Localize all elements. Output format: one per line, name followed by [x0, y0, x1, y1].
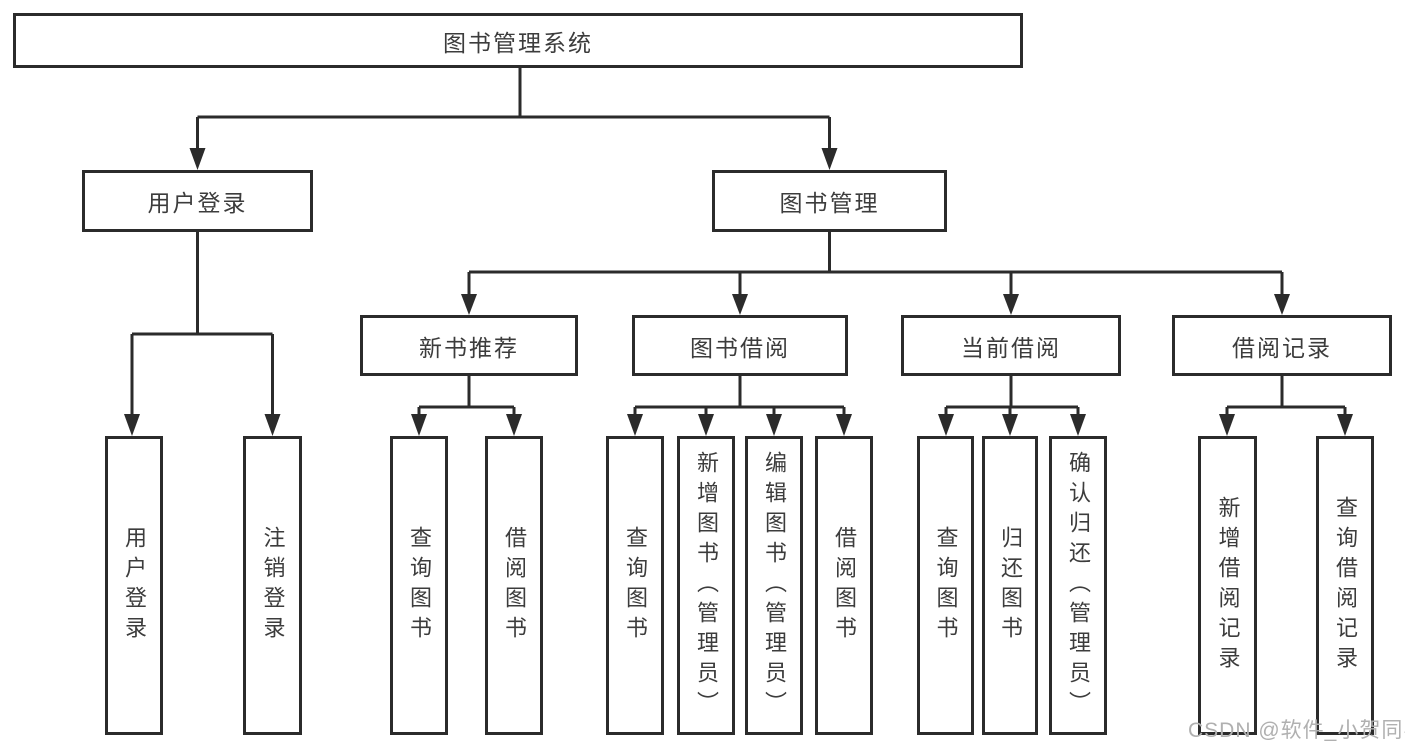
node-add-borrow-record-label: 新增借阅记录 [1215, 495, 1241, 676]
node-confirm-return-admin: 确认归还（管理员） [1049, 436, 1107, 735]
node-new-book-recommendation-label: 新书推荐 [419, 334, 519, 361]
node-add-borrow-record: 新增借阅记录 [1198, 436, 1257, 735]
node-confirm-return-admin-label: 确认归还（管理员） [1066, 450, 1091, 721]
node-query-books-borrowing-label: 查询图书 [623, 525, 648, 646]
node-book-management: 图书管理 [712, 170, 947, 232]
node-borrow-books-borrowing: 借阅图书 [815, 436, 873, 735]
node-query-books-current-label: 查询图书 [933, 525, 959, 646]
node-current-borrowing: 当前借阅 [901, 315, 1121, 376]
node-book-management-label: 图书管理 [779, 190, 880, 216]
node-user-login-leaf-label: 用户登录 [122, 525, 147, 646]
node-return-books: 归还图书 [982, 436, 1038, 735]
node-add-books-admin-label: 新增图书（管理员） [694, 450, 719, 721]
node-book-borrowing: 图书借阅 [632, 315, 848, 376]
node-borrow-books-recommend: 借阅图书 [485, 436, 543, 735]
node-book-management-system-label: 图书管理系统 [443, 29, 593, 56]
node-edit-books-admin: 编辑图书（管理员） [745, 436, 803, 735]
node-borrowing-records-label: 借阅记录 [1232, 334, 1332, 361]
node-current-borrowing-label: 当前借阅 [961, 334, 1061, 361]
node-logout: 注销登录 [243, 436, 302, 735]
node-borrowing-records: 借阅记录 [1172, 315, 1392, 376]
node-query-books-current: 查询图书 [917, 436, 974, 735]
node-query-borrow-record-label: 查询借阅记录 [1333, 495, 1358, 676]
node-query-books-borrowing: 查询图书 [606, 436, 664, 735]
node-book-management-system: 图书管理系统 [13, 13, 1023, 68]
node-borrow-books-borrowing-label: 借阅图书 [832, 525, 857, 646]
watermark: CSDN @软件_小贺同学 [1188, 719, 1405, 742]
node-return-books-label: 归还图书 [998, 525, 1023, 646]
node-query-books-recommend-label: 查询图书 [407, 525, 432, 646]
node-add-books-admin: 新增图书（管理员） [677, 436, 735, 735]
node-user-login-branch-label: 用户登录 [147, 190, 248, 216]
node-edit-books-admin-label: 编辑图书（管理员） [762, 450, 787, 721]
node-book-borrowing-label: 图书借阅 [690, 334, 790, 361]
node-query-borrow-record: 查询借阅记录 [1316, 436, 1374, 735]
node-borrow-books-recommend-label: 借阅图书 [502, 525, 527, 646]
node-new-book-recommendation: 新书推荐 [360, 315, 578, 376]
node-logout-label: 注销登录 [260, 525, 286, 646]
node-query-books-recommend: 查询图书 [390, 436, 448, 735]
node-user-login-branch: 用户登录 [82, 170, 313, 232]
node-user-login-leaf: 用户登录 [105, 436, 163, 735]
